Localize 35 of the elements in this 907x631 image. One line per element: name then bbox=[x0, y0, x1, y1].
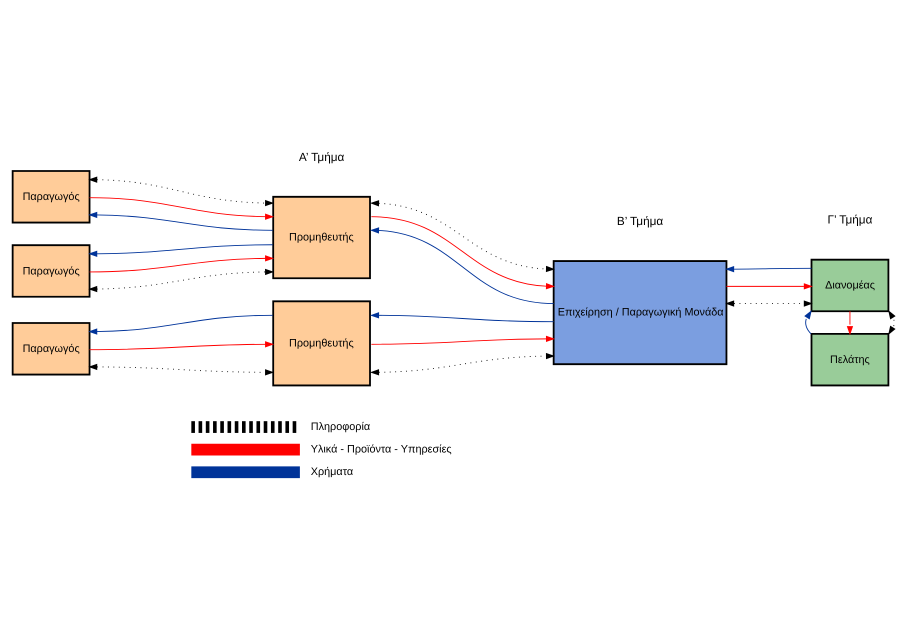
arrow bbox=[370, 200, 556, 272]
arrow bbox=[89, 196, 274, 220]
arrow bbox=[88, 363, 274, 375]
arrow bbox=[89, 340, 274, 350]
arrow bbox=[370, 352, 556, 375]
arrow bbox=[88, 268, 274, 292]
arrow bbox=[804, 310, 812, 334]
node-box: Παραγωγός bbox=[12, 322, 90, 375]
arrow bbox=[725, 300, 813, 306]
arrow bbox=[846, 310, 854, 335]
arrow bbox=[725, 266, 812, 272]
arrow bbox=[89, 254, 274, 272]
arrow bbox=[88, 244, 274, 256]
node-box: Προμηθευτής bbox=[272, 195, 371, 279]
arrow bbox=[370, 312, 554, 322]
label: Γ’ Τμήμα bbox=[828, 212, 872, 226]
arrow bbox=[88, 176, 274, 206]
node-box: Παραγωγός bbox=[12, 170, 90, 223]
node-box: Προμηθευτής bbox=[272, 300, 371, 386]
arrow bbox=[370, 226, 554, 304]
node-box: Παραγωγός bbox=[12, 244, 90, 298]
node-box: Διανομέας bbox=[810, 258, 890, 312]
arrow bbox=[888, 310, 896, 335]
arrow bbox=[726, 282, 813, 290]
node-box: Πελάτης bbox=[810, 332, 890, 386]
legend-label: Υλικά - Προϊόντα - Υπηρεσίες bbox=[310, 442, 452, 455]
label: Β’ Τμήμα bbox=[616, 214, 664, 228]
arrow bbox=[88, 314, 274, 334]
arrow bbox=[370, 335, 556, 344]
legend-label: Πληροφορία bbox=[310, 420, 370, 432]
arrow bbox=[88, 211, 274, 230]
label: Α’ Τμήμα bbox=[298, 150, 344, 164]
arrow bbox=[370, 216, 556, 289]
node-box: Επιχείρηση / Παραγωγική Μονάδα bbox=[552, 260, 728, 365]
legend-label: Χρήματα bbox=[310, 466, 354, 478]
